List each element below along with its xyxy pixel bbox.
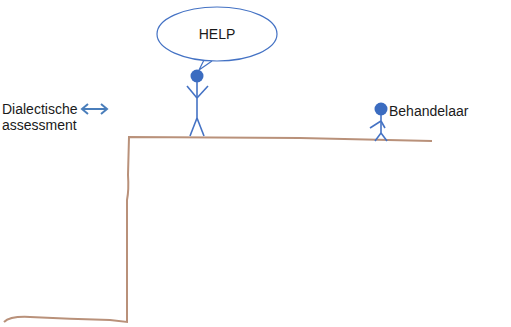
- speech-bubble: HELP: [156, 6, 278, 62]
- figure-label: Dialectische assessment: [2, 101, 82, 133]
- speech-text: HELP: [199, 26, 236, 42]
- stick-figure: [187, 70, 208, 137]
- stick-figure: [370, 103, 388, 142]
- figure-label: Behandelaar: [389, 103, 499, 119]
- speech-tail: [199, 60, 212, 70]
- cliff-outline: [4, 137, 432, 322]
- double-arrow: [82, 104, 107, 114]
